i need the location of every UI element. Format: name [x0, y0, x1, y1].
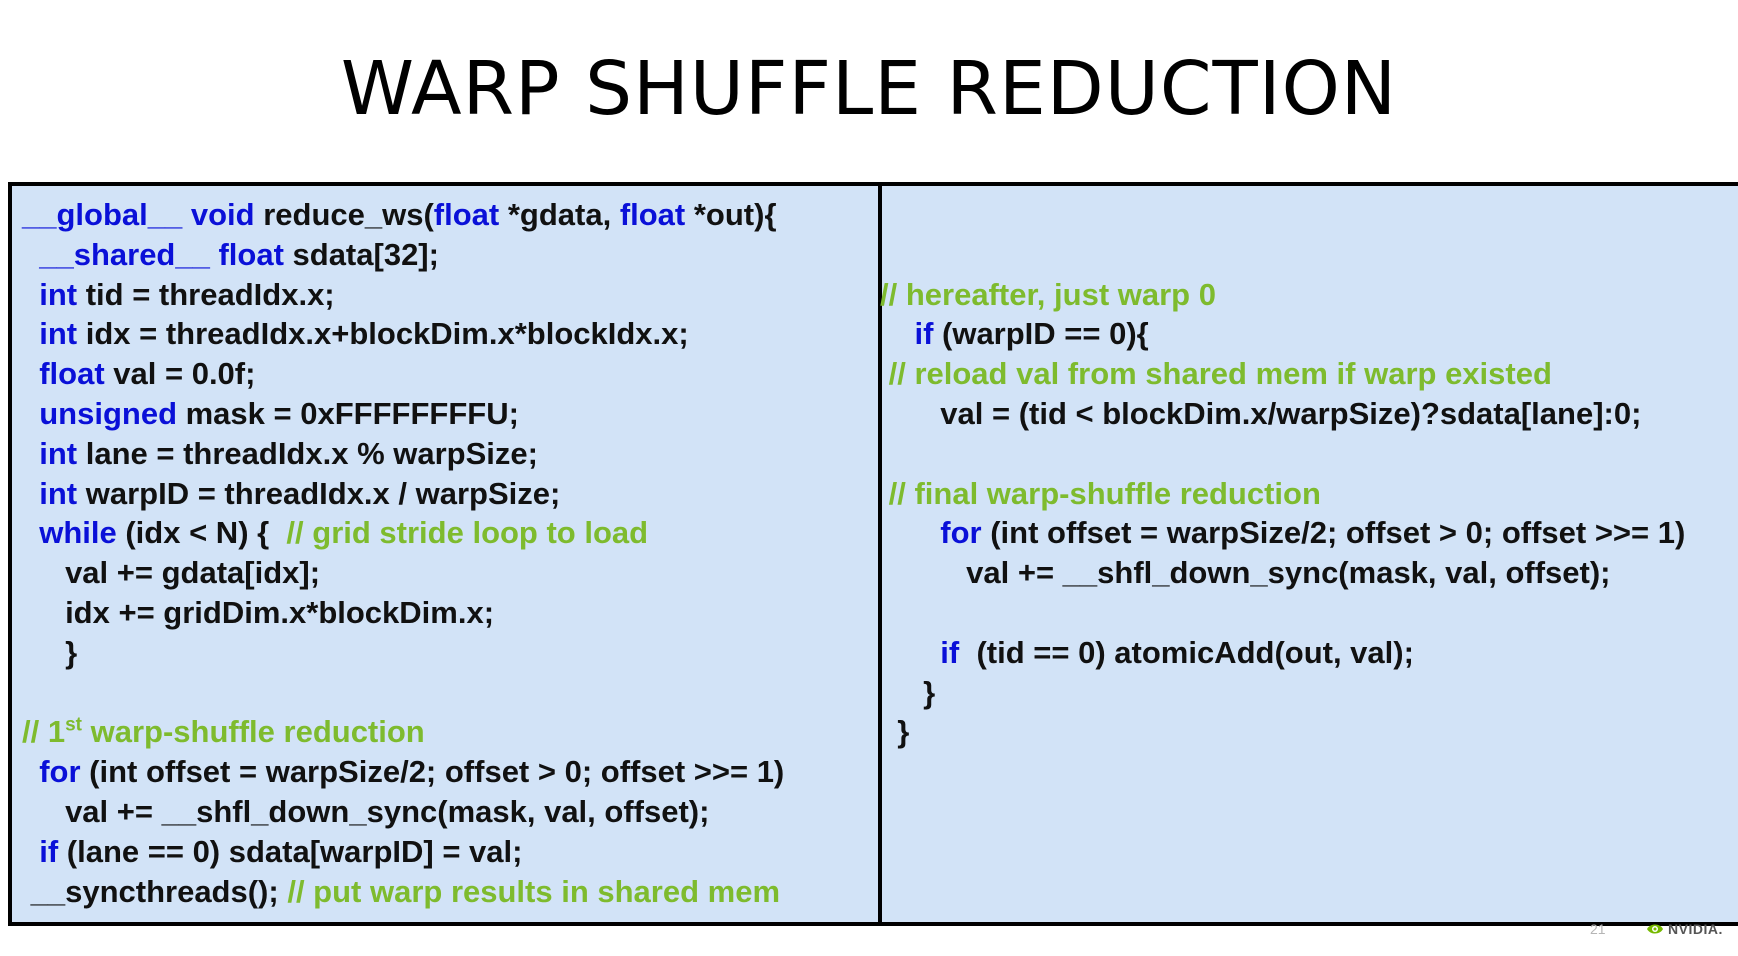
code-line: __global__ void reduce_ws(float *gdata, …	[22, 197, 777, 233]
code-line: __shared__ float sdata[32];	[22, 237, 439, 273]
code-text: }	[880, 714, 910, 750]
code-text: (tid == 0) atomicAdd(out, val);	[959, 634, 1414, 670]
column-divider	[878, 186, 882, 922]
code-text: val = (tid < blockDim.x/warpSize)?sdata[…	[880, 396, 1642, 431]
code-line: if (lane == 0) sdata[warpID] = val;	[22, 834, 522, 870]
page-number: 21	[1590, 921, 1606, 937]
code-comment: st	[65, 715, 82, 737]
code-keyword: float	[433, 197, 500, 232]
code-keyword: __shared__ float	[22, 236, 284, 272]
code-text: reduce_ws(	[263, 197, 434, 232]
code-line: for (int offset = warpSize/2; offset > 0…	[22, 754, 784, 790]
code-text: *out){	[685, 197, 777, 232]
code-line: int tid = threadIdx.x;	[22, 276, 335, 313]
code-line: if (warpID == 0){	[880, 316, 1149, 352]
code-text: sdata[32];	[283, 236, 439, 272]
code-keyword: float	[619, 197, 686, 232]
code-comment: // hereafter, just warp 0	[880, 276, 1216, 312]
code-keyword: for	[22, 754, 81, 790]
code-line: val += __shfl_down_sync(mask, val, offse…	[880, 555, 1611, 591]
code-keyword: int	[22, 316, 78, 352]
code-line: // hereafter, just warp 0	[880, 277, 1216, 313]
code-keyword: int	[22, 276, 78, 312]
nvidia-logo: NVIDIA.	[1646, 919, 1723, 939]
code-text: lane = threadIdx.x % warpSize;	[77, 435, 538, 471]
code-line: float val = 0.0f;	[22, 356, 255, 392]
code-line: for (int offset = warpSize/2; offset > 0…	[880, 515, 1685, 551]
code-comment: // final warp-shuffle reduction	[880, 475, 1321, 511]
code-line: val = (tid < blockDim.x/warpSize)?sdata[…	[880, 396, 1641, 432]
code-text: val += __shfl_down_sync(mask, val, offse…	[880, 555, 1611, 591]
slide-title: WARP SHUFFLE REDUCTION	[340, 46, 1398, 132]
code-keyword: while	[22, 515, 117, 551]
code-text: idx = threadIdx.x+blockDim.x*blockIdx.x;	[77, 316, 689, 352]
code-keyword: __global__ void	[22, 197, 264, 232]
code-table: __global__ void reduce_ws(float *gdata, …	[8, 182, 1738, 926]
code-line: // final warp-shuffle reduction	[880, 476, 1321, 512]
code-line: }	[22, 635, 77, 671]
code-text: val += gdata[idx];	[22, 555, 321, 591]
code-comment: // grid stride loop to load	[286, 515, 649, 551]
nvidia-wordmark: NVIDIA.	[1668, 921, 1723, 937]
code-line: val += __shfl_down_sync(mask, val, offse…	[22, 794, 709, 830]
code-text: (int offset = warpSize/2; offset > 0; of…	[981, 515, 1686, 551]
code-text: __syncthreads();	[22, 873, 288, 909]
code-comment: warp-shuffle reduction	[82, 714, 425, 750]
code-line: idx += gridDim.x*blockDim.x;	[22, 595, 494, 631]
code-comment: // 1	[22, 714, 66, 750]
code-line: val += gdata[idx];	[22, 555, 320, 591]
code-text: idx += gridDim.x*blockDim.x;	[22, 595, 495, 630]
nvidia-eye-logo-icon	[1647, 924, 1663, 934]
code-line: // 1st warp-shuffle reduction	[22, 714, 425, 750]
code-text: mask = 0xFFFFFFFFU;	[177, 396, 519, 431]
code-text: (lane == 0) sdata[warpID] = val;	[58, 833, 523, 869]
code-text: }	[880, 674, 936, 710]
code-text: (idx < N) {	[116, 515, 287, 551]
code-line: // reload val from shared mem if warp ex…	[880, 356, 1552, 392]
code-line: __syncthreads(); // put warp results in …	[22, 874, 780, 910]
code-keyword: if	[880, 316, 934, 352]
code-comment: // put warp results in shared mem	[287, 873, 781, 909]
code-text: (int offset = warpSize/2; offset > 0; of…	[80, 754, 785, 790]
code-text: val += __shfl_down_sync(mask, val, offse…	[22, 794, 710, 829]
code-keyword: float	[22, 356, 105, 392]
code-line: int warpID = threadIdx.x / warpSize;	[22, 476, 560, 512]
code-line: }	[880, 714, 909, 750]
code-keyword: if	[880, 634, 960, 670]
code-line: if (tid == 0) atomicAdd(out, val);	[880, 635, 1414, 671]
code-keyword: unsigned	[22, 396, 177, 431]
code-text: (warpID == 0){	[933, 316, 1149, 352]
code-line: int lane = threadIdx.x % warpSize;	[22, 436, 538, 472]
code-keyword: int	[22, 475, 78, 511]
code-keyword: if	[22, 833, 59, 869]
code-line: unsigned mask = 0xFFFFFFFFU;	[22, 396, 519, 432]
code-text: }	[22, 634, 78, 670]
code-keyword: int	[22, 435, 78, 471]
code-line: int idx = threadIdx.x+blockDim.x*blockId…	[22, 316, 689, 352]
code-keyword: for	[880, 515, 982, 551]
code-comment: // reload val from shared mem if warp ex…	[880, 356, 1552, 392]
code-line: }	[880, 675, 935, 711]
code-text: *gdata,	[499, 197, 620, 232]
code-line: while (idx < N) { // grid stride loop to…	[22, 515, 648, 551]
code-text: warpID = threadIdx.x / warpSize;	[77, 475, 561, 511]
code-text: tid = threadIdx.x;	[77, 276, 335, 312]
code-text: val = 0.0f;	[104, 356, 256, 392]
